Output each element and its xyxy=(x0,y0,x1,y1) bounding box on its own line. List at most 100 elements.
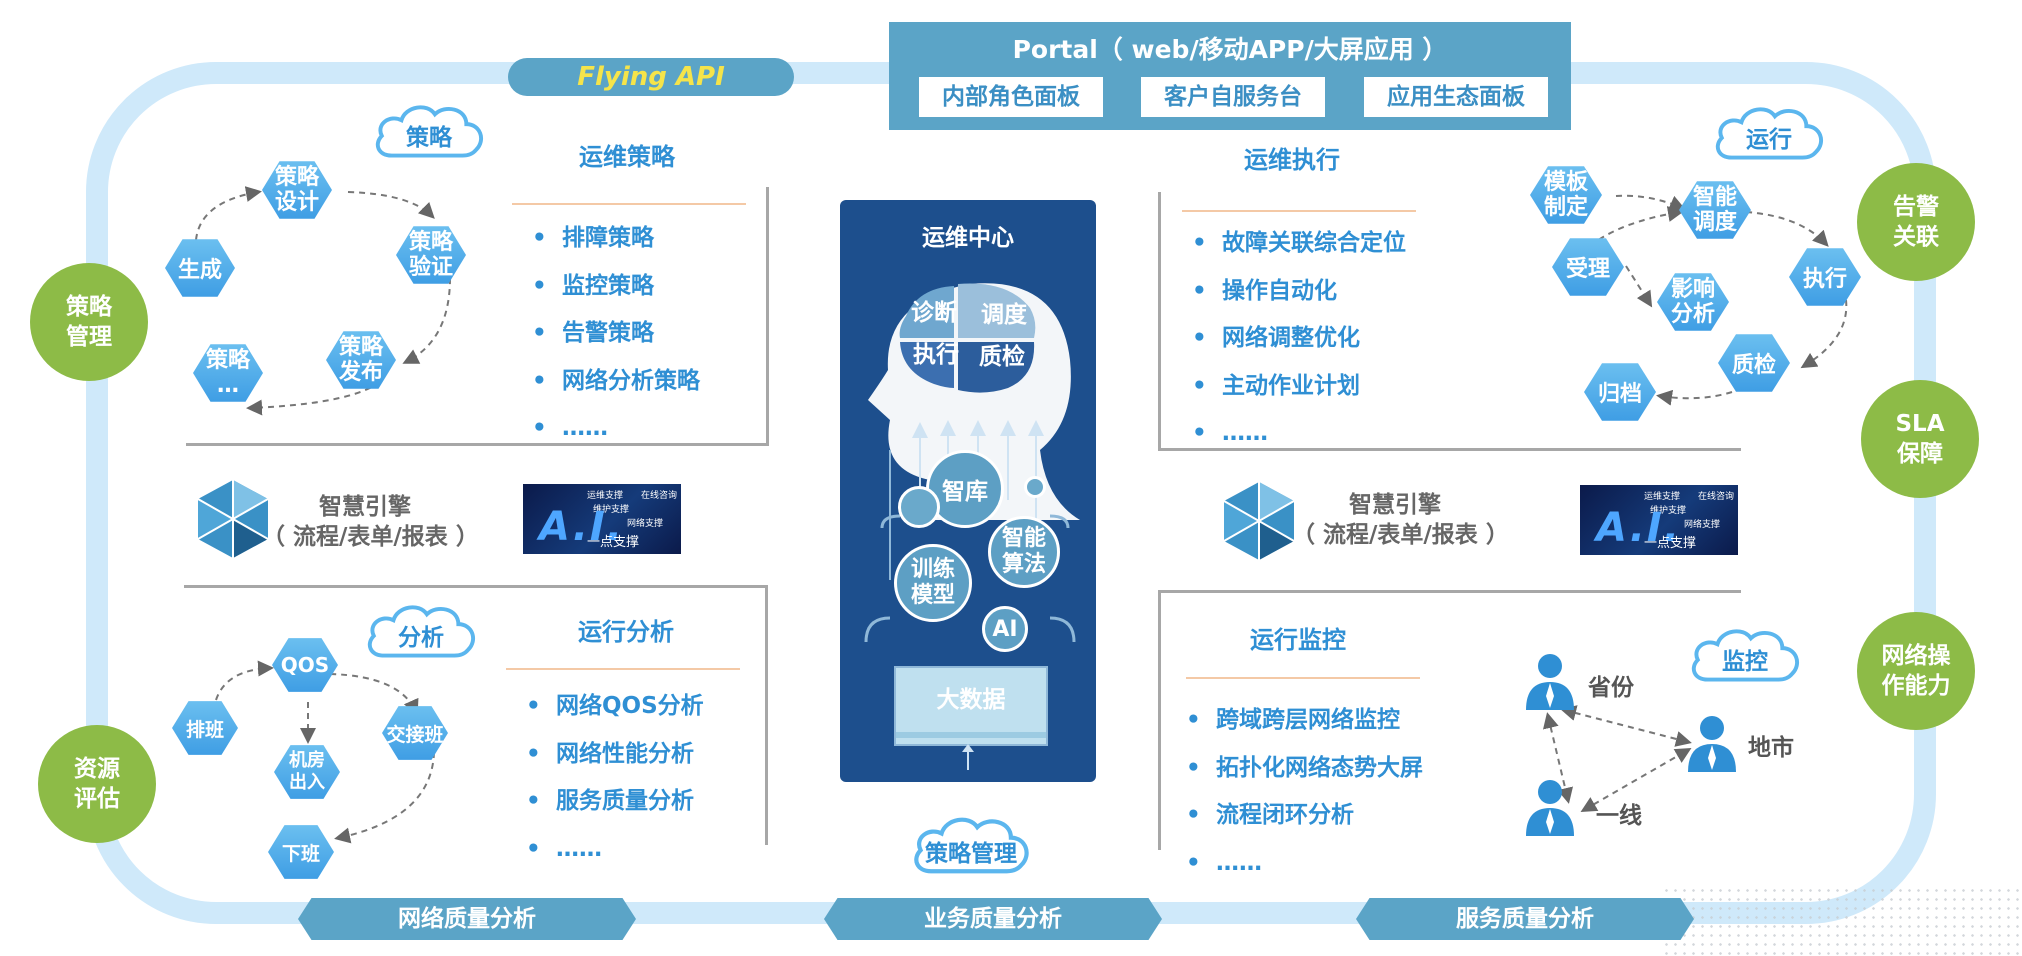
divider xyxy=(766,187,769,445)
knowledge-base-bubble[interactable]: 智库 xyxy=(926,450,1004,528)
network-quality-banner[interactable]: 网络质量分析 xyxy=(298,898,636,940)
list-item: 故障关联综合定位 xyxy=(1192,220,1406,268)
network-operation-circle[interactable]: 网络操 作能力 xyxy=(1857,612,1975,730)
image-text: 一点支撑 xyxy=(587,535,640,550)
network-operation-label: 网络操 作能力 xyxy=(1881,643,1951,699)
image-text: 网络支撑 xyxy=(1684,520,1721,530)
list-item: 网络调整优化 xyxy=(1192,315,1406,363)
image-big-text: A.I. xyxy=(539,504,624,550)
qos-node[interactable]: QOS xyxy=(272,638,338,692)
list-item: 告警策略 xyxy=(532,310,700,358)
template-node[interactable]: 模板 制定 xyxy=(1530,166,1602,224)
alarm-correlation-circle[interactable]: 告警 关联 xyxy=(1857,163,1975,281)
list-item: 排障策略 xyxy=(532,215,700,263)
ai-bubble[interactable]: AI xyxy=(982,606,1028,652)
training-model-bubble[interactable]: 训练 模型 xyxy=(894,544,972,622)
engine-hexagon-logo xyxy=(197,480,269,558)
image-text: 网络支撑 xyxy=(627,519,664,529)
ops-execution-list: 故障关联综合定位 操作自动化 网络调整优化 主动作业计划 …… xyxy=(1192,220,1406,458)
diagnose-label: 诊断 xyxy=(911,300,957,326)
bigdata-label: 大数据 xyxy=(936,687,1006,713)
internal-role-panel-button[interactable]: 内部角色面板 xyxy=(919,77,1103,117)
list-item: 服务质量分析 xyxy=(526,778,704,826)
smart-algorithm-bubble[interactable]: 智能 算法 xyxy=(988,516,1060,588)
ops-execution-title: 运维执行 xyxy=(1244,146,1340,174)
service-quality-analysis-banner[interactable]: 服务质量分析 xyxy=(1356,898,1694,940)
list-item: 网络性能分析 xyxy=(526,731,704,779)
decorative-dots xyxy=(1662,886,2022,956)
ops-analysis-list: 网络QOS分析 网络性能分析 服务质量分析 …… xyxy=(526,683,704,873)
bigdata-stripe xyxy=(896,732,1046,738)
monitor-cloud-label: 监控 xyxy=(1722,649,1768,675)
ops-analysis-title: 运行分析 xyxy=(578,618,674,646)
strategy-management-cloud-icon: 策略管理 xyxy=(908,812,1034,878)
list-item: …… xyxy=(1192,410,1406,458)
portal-title: Portal（ web/移动APP/大屏应用 ） xyxy=(1012,35,1448,64)
image-big-text: A.I. xyxy=(1596,505,1681,551)
strategy-management-label: 策略 管理 xyxy=(66,294,112,350)
ops-analysis-underline xyxy=(506,668,740,670)
list-item: 流程闭环分析 xyxy=(1186,792,1423,840)
image-text: 在线咨询 xyxy=(641,491,678,501)
ai-support-image: 运维支撑 在线咨询 维护支撑 网络支撑 A.I. 一点支撑 xyxy=(523,484,681,554)
ops-strategy-list: 排障策略 监控策略 告警策略 网络分析策略 …… xyxy=(532,215,700,453)
engine-label: 智慧引擎 （ 流程/表单/报表 ） xyxy=(262,494,479,550)
analysis-cloud-label: 分析 xyxy=(398,625,444,651)
list-item: …… xyxy=(532,405,700,453)
image-text: 维护支撑 xyxy=(593,505,630,515)
strategy-cycle-arrows xyxy=(195,186,451,416)
data-container-arc xyxy=(864,616,1076,643)
monitor-hierarchy-arrows xyxy=(1542,705,1692,812)
run-cloud-label: 运行 xyxy=(1746,127,1792,153)
sla-guarantee-circle[interactable]: SLA 保障 xyxy=(1861,380,1979,498)
strategy-management-circle[interactable]: 策略 管理 xyxy=(30,263,148,381)
list-item: 主动作业计划 xyxy=(1192,363,1406,411)
upward-arrow xyxy=(962,744,974,770)
analysis-cycle-arrows xyxy=(215,660,435,844)
strategy-cloud-icon: 策略 xyxy=(370,100,488,162)
engine-hexagon-logo xyxy=(1223,482,1295,560)
person-icon xyxy=(1526,780,1574,836)
analysis-cloud-icon: 分析 xyxy=(362,600,480,662)
province-label: 省份 xyxy=(1588,675,1634,701)
ops-strategy-underline xyxy=(512,203,746,205)
divider xyxy=(1158,590,1161,850)
portal-panel: Portal（ web/移动APP/大屏应用 ） 内部角色面板 客户自服务台 应… xyxy=(889,22,1571,130)
ops-center-title: 运维中心 xyxy=(922,225,1014,251)
ops-monitor-list: 跨域跨层网络监控 拓扑化网络态势大屏 流程闭环分析 …… xyxy=(1186,697,1423,887)
run-cloud-icon: 运行 xyxy=(1710,102,1828,164)
divider xyxy=(765,585,768,845)
divider xyxy=(1158,590,1741,593)
frontline-label: 一线 xyxy=(1596,803,1642,829)
dot-bubble xyxy=(1024,476,1046,498)
off-duty-node[interactable]: 下班 xyxy=(268,825,334,879)
execution-cycle-arrows xyxy=(1589,194,1848,406)
dispatch-label: 调度 xyxy=(981,302,1027,328)
resource-evaluation-circle[interactable]: 资源 评估 xyxy=(38,725,156,843)
monitor-cloud-icon: 监控 xyxy=(1686,624,1804,686)
schedule-node[interactable]: 排班 xyxy=(172,701,238,755)
list-item: …… xyxy=(526,826,704,874)
machine-room-node[interactable]: 机房 出入 xyxy=(274,745,340,799)
handover-node[interactable]: 交接班 xyxy=(382,706,448,760)
customer-self-service-button[interactable]: 客户自服务台 xyxy=(1141,77,1325,117)
execute-label: 执行 xyxy=(913,342,959,368)
app-ecosystem-panel-button[interactable]: 应用生态面板 xyxy=(1364,77,1548,117)
service-quality-banner[interactable]: 业务质量分析 xyxy=(824,898,1162,940)
alarm-correlation-label: 告警 关联 xyxy=(1893,194,1939,250)
list-item: 拓扑化网络态势大屏 xyxy=(1186,745,1423,793)
strategy-management-cloud-label: 策略管理 xyxy=(925,841,1017,867)
list-item: 操作自动化 xyxy=(1192,268,1406,316)
list-item: 监控策略 xyxy=(532,263,700,311)
image-text: 在线咨询 xyxy=(1698,492,1735,502)
quality-check-label: 质检 xyxy=(979,344,1025,370)
smart-dispatch-node[interactable]: 智能 调度 xyxy=(1679,181,1751,239)
strategy-cloud-label: 策略 xyxy=(406,125,452,151)
divider xyxy=(186,443,769,446)
api-label: Flying API xyxy=(508,58,794,96)
image-text: 一点支撑 xyxy=(1644,536,1697,551)
ops-monitor-underline xyxy=(1186,677,1420,679)
divider xyxy=(1158,192,1161,450)
small-bubble xyxy=(898,486,940,528)
ops-execution-underline xyxy=(1182,210,1416,212)
